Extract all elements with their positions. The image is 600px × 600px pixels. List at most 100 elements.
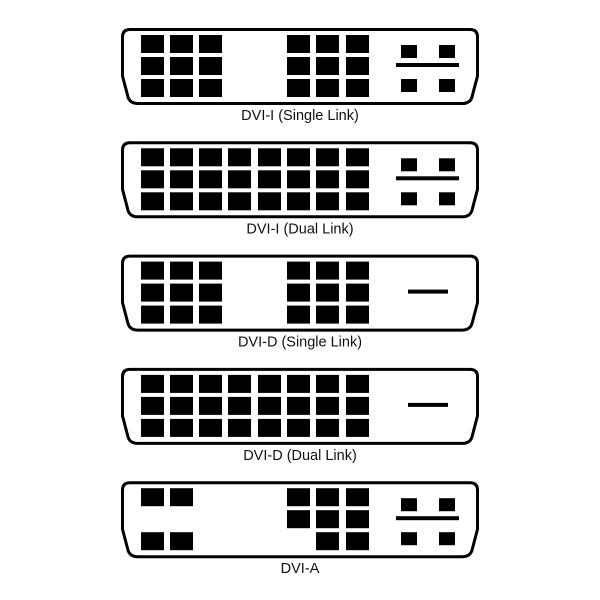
analog-pin: [401, 79, 417, 92]
connector-dvi-d-dual: DVI-D (Dual Link): [121, 367, 479, 464]
digital-pin: [346, 305, 369, 324]
digital-pin: [170, 283, 193, 302]
digital-pin: [228, 374, 251, 393]
digital-pin: [258, 170, 281, 189]
digital-pin: [141, 396, 164, 415]
digital-pin: [170, 532, 193, 551]
digital-pin: [170, 148, 193, 167]
digital-pin: [199, 374, 222, 393]
digital-pin: [199, 396, 222, 415]
digital-pin: [170, 192, 193, 211]
digital-pin: [316, 283, 339, 302]
digital-pin: [287, 510, 310, 529]
digital-pin: [199, 192, 222, 211]
digital-pin: [346, 374, 369, 393]
digital-pin: [141, 283, 164, 302]
digital-pin: [199, 261, 222, 280]
digital-pin: [228, 148, 251, 167]
analog-pin: [439, 532, 455, 546]
digital-pin: [346, 532, 369, 551]
digital-pin: [287, 79, 310, 97]
digital-pin: [228, 192, 251, 211]
analog-pin: [439, 79, 455, 92]
digital-pin: [258, 396, 281, 415]
digital-pin: [199, 283, 222, 302]
digital-pin: [287, 57, 310, 75]
digital-pin: [346, 148, 369, 167]
digital-pin: [170, 57, 193, 75]
digital-pin: [199, 148, 222, 167]
analog-pin: [439, 158, 455, 172]
digital-pin: [346, 418, 369, 437]
analog-pin: [401, 158, 417, 172]
digital-pin: [316, 396, 339, 415]
digital-pin: [199, 35, 222, 53]
ground-blade: [396, 176, 459, 181]
digital-pin: [316, 79, 339, 97]
digital-pin: [346, 35, 369, 53]
analog-pin: [401, 498, 417, 512]
connector-label: DVI-A: [281, 561, 320, 577]
connector-label: DVI-I (Dual Link): [246, 221, 353, 237]
digital-pin: [258, 148, 281, 167]
ground-blade: [396, 63, 459, 67]
digital-pin: [316, 305, 339, 324]
connector-dvi-i-dual: DVI-I (Dual Link): [121, 141, 479, 237]
digital-pin: [170, 170, 193, 189]
digital-pin: [346, 283, 369, 302]
digital-pin: [141, 488, 164, 507]
digital-pin: [141, 170, 164, 189]
analog-pin: [401, 192, 417, 206]
digital-pin: [316, 57, 339, 75]
analog-pin: [439, 192, 455, 206]
digital-pin: [287, 418, 310, 437]
digital-pin: [170, 35, 193, 53]
digital-pin: [141, 418, 164, 437]
digital-pin: [170, 261, 193, 280]
digital-pin: [141, 148, 164, 167]
connector-label: DVI-I (Single Link): [241, 108, 359, 124]
digital-pin: [316, 170, 339, 189]
digital-pin: [287, 261, 310, 280]
digital-pin: [287, 35, 310, 53]
digital-pin: [199, 305, 222, 324]
digital-pin: [346, 261, 369, 280]
digital-pin: [228, 418, 251, 437]
analog-pin: [439, 45, 455, 58]
digital-pin: [346, 396, 369, 415]
connector-dvi-a: DVI-A: [121, 481, 479, 577]
digital-pin: [141, 57, 164, 75]
digital-pin: [170, 374, 193, 393]
digital-pin: [170, 488, 193, 507]
digital-pin: [170, 79, 193, 97]
digital-pin: [316, 418, 339, 437]
digital-pin: [228, 170, 251, 189]
digital-pin: [346, 57, 369, 75]
digital-pin: [287, 396, 310, 415]
connector-label: DVI-D (Dual Link): [243, 448, 357, 464]
digital-pin: [346, 488, 369, 507]
digital-pin: [316, 374, 339, 393]
digital-pin: [170, 305, 193, 324]
connector-dvi-i-single: DVI-I (Single Link): [121, 28, 479, 124]
digital-pin: [346, 170, 369, 189]
digital-pin: [346, 510, 369, 529]
digital-pin: [199, 57, 222, 75]
analog-pin: [439, 498, 455, 512]
digital-pin: [316, 148, 339, 167]
digital-pin: [141, 35, 164, 53]
digital-pin: [316, 488, 339, 507]
digital-pin: [141, 261, 164, 280]
connector-dvi-d-single: DVI-D (Single Link): [121, 254, 479, 351]
connector-label: DVI-D (Single Link): [238, 335, 362, 351]
digital-pin: [141, 192, 164, 211]
digital-pin: [287, 192, 310, 211]
digital-pin: [346, 79, 369, 97]
digital-pin: [228, 396, 251, 415]
digital-pin: [287, 305, 310, 324]
ground-blade: [396, 516, 459, 521]
digital-pin: [316, 261, 339, 280]
ground-blade: [408, 289, 448, 294]
digital-pin: [258, 192, 281, 211]
